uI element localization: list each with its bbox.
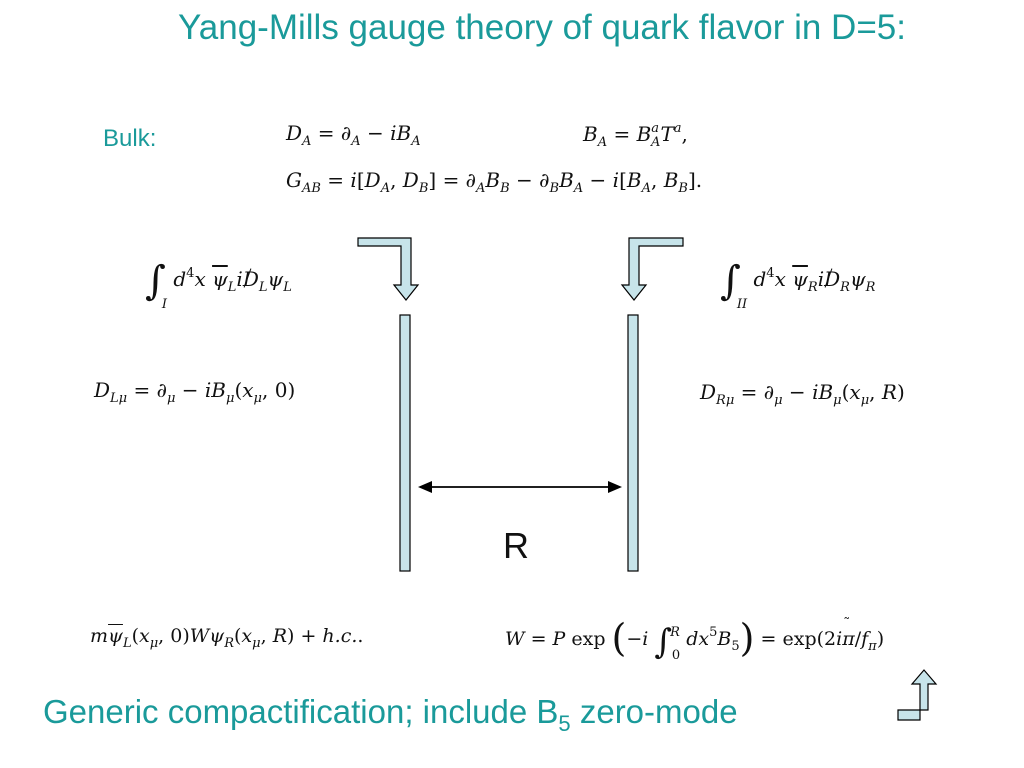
bulk-label: Bulk: [103, 125, 157, 152]
bottom-caption: Generic compactification; include B5 zer… [43, 693, 738, 737]
left-bent-arrow-icon [357, 237, 420, 301]
right-bent-arrow-icon [620, 237, 684, 301]
caption-subscript: 5 [558, 711, 571, 736]
covariant-derivative-eq: DA = ∂A − iBA [286, 121, 421, 149]
caption-suffix: zero-mode [570, 693, 738, 730]
field-strength-eq: GAB = i[DA, DB] = ∂ABB − ∂BBA − i[BA, BB… [286, 168, 703, 196]
right-brane-derivative-eq: DRμ = ∂μ − iBμ(xμ, R) [700, 380, 905, 408]
separation-arrow-icon [418, 481, 622, 493]
right-brane-action-eq: ∫II d4x ψRiDRψR [720, 258, 876, 312]
up-arrow-icon [897, 669, 938, 721]
mass-term-eq: mψL(xμ, 0)WψR(xμ, R) + h.c.. [90, 625, 364, 651]
right-brane [627, 314, 639, 572]
left-brane-action-eq: ∫I d4x ψLiDLψL [145, 258, 292, 312]
wilson-line-eq: W = P exp (−i ∫R0 dx5B5) = exp(2iπ˜/fπ) [505, 616, 885, 663]
left-brane-derivative-eq: DLμ = ∂μ − iBμ(xμ, 0) [94, 378, 296, 406]
caption-text: Generic compactification; include B [43, 693, 559, 730]
left-brane [399, 314, 411, 572]
separation-label: R [503, 525, 529, 566]
gauge-field-eq: BA = BaATa, [583, 121, 688, 150]
slide-title: Yang-Mills gauge theory of quark flavor … [178, 8, 906, 47]
